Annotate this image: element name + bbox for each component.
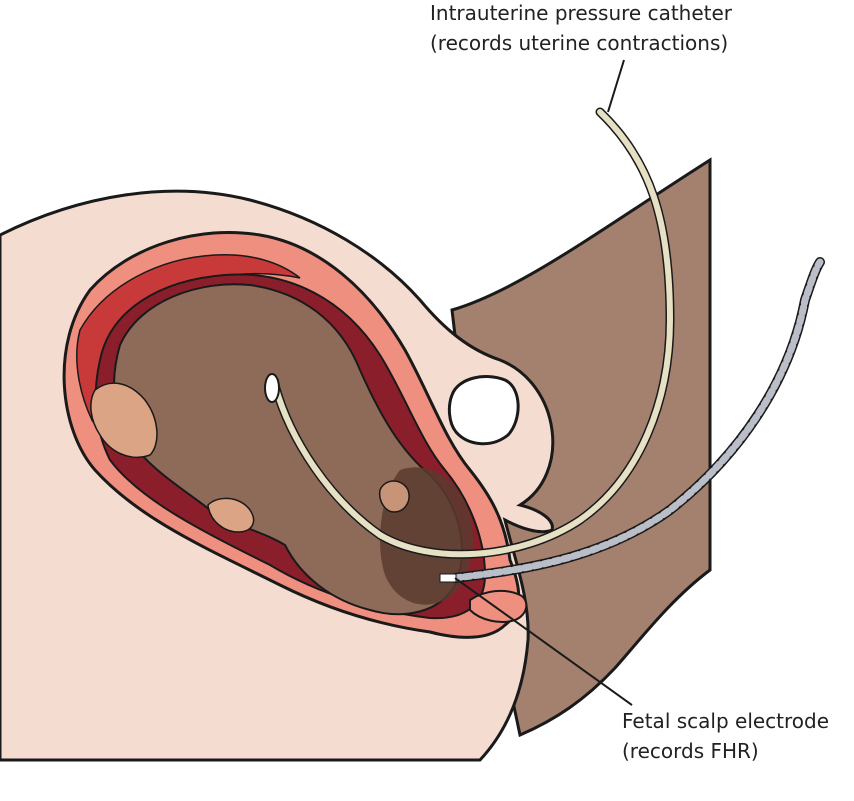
fetal-ear: [378, 480, 410, 513]
electrode-label-line1: Fetal scalp electrode: [622, 709, 830, 733]
fetal-hand: [207, 497, 255, 533]
catheter-tip: [264, 373, 280, 403]
fetal-foot: [90, 382, 158, 458]
catheter-label-line1: Intrauterine pressure catheter: [430, 1, 733, 25]
electrode-tip: [439, 573, 457, 583]
fetal-scalp-electrode-wire-fill: [451, 258, 824, 582]
electrode-label: Fetal scalp electrode (records FHR): [622, 706, 829, 766]
catheter-leader-line: [607, 59, 625, 113]
intrauterine-pressure-catheter-fill: [272, 109, 674, 558]
electrode-leader-line: [454, 577, 633, 706]
pubic-bone: [447, 375, 520, 446]
electrode-label-line2: (records FHR): [622, 739, 759, 763]
catheter-label: Intrauterine pressure catheter (records …: [430, 0, 732, 58]
catheter-label-line2: (records uterine contractions): [430, 31, 729, 55]
